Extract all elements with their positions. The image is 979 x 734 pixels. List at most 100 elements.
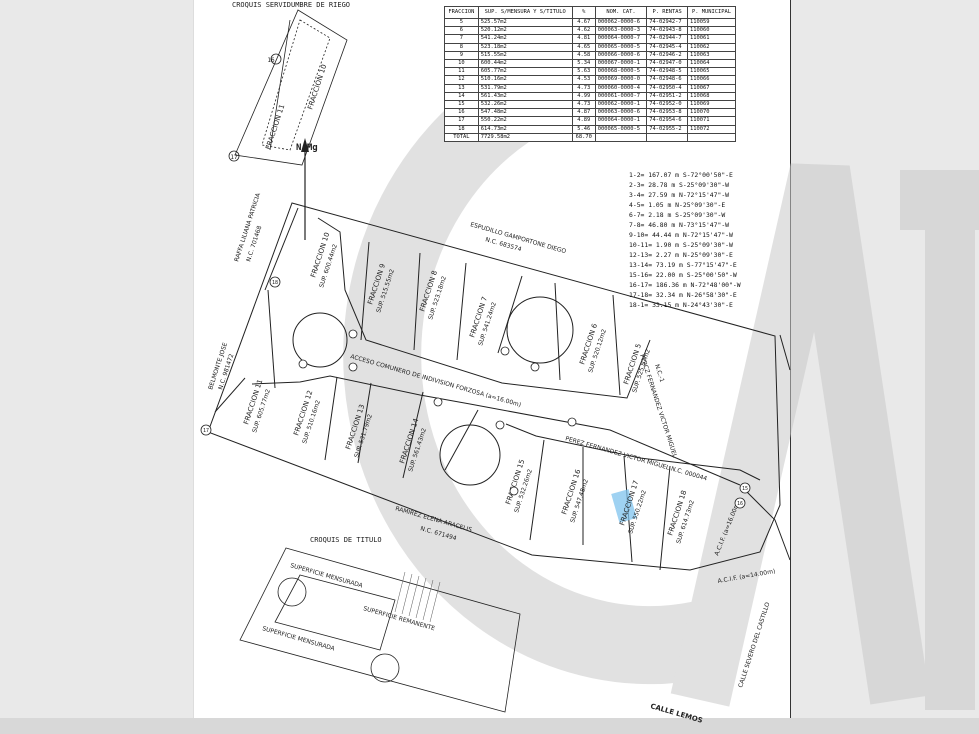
table-cell: 110063 bbox=[687, 50, 736, 61]
table-cell bbox=[594, 132, 648, 143]
table-cell: 74-02955-2 bbox=[646, 124, 689, 134]
vertex-16-top: 16 bbox=[267, 57, 275, 64]
titulo-title: CROQUIS DE TITULO bbox=[310, 536, 382, 544]
table-cell: 68.70 bbox=[571, 132, 596, 143]
table-cell: 110069 bbox=[687, 100, 736, 110]
vertex-label-16: 16 bbox=[737, 501, 743, 507]
table-cell: 110064 bbox=[687, 59, 736, 69]
table-cell: 532.26m2 bbox=[477, 100, 573, 110]
table-cell: 74-02944-7 bbox=[646, 34, 689, 44]
table-cell: TOTAL bbox=[444, 132, 479, 143]
table-cell: 110061 bbox=[687, 34, 736, 44]
table-cell: 74-02946-2 bbox=[646, 50, 689, 61]
bearing-item: 15-16= 22.00 m S-25°00'50"-W bbox=[629, 271, 737, 279]
table-cell: 12 bbox=[444, 75, 479, 85]
table-cell: 5 bbox=[444, 17, 479, 28]
table-cell: 14 bbox=[444, 91, 479, 102]
table-cell: 110071 bbox=[687, 116, 736, 126]
table-cell: 15 bbox=[444, 100, 479, 110]
bearing-item: 13-14= 73.19 m S-77°15'47"-E bbox=[629, 261, 737, 269]
table-cell: 5.34 bbox=[571, 59, 596, 69]
table-cell: 13 bbox=[444, 83, 479, 93]
table-cell: 000065-0000-5 bbox=[594, 124, 648, 134]
table-cell: 561.43m2 bbox=[477, 91, 573, 102]
vertex-label-15: 15 bbox=[742, 486, 748, 492]
table-cell: 8 bbox=[444, 42, 479, 52]
bearing-item: 6-7= 2.18 m S-25°09'30"-W bbox=[629, 211, 726, 219]
table-cell: 110059 bbox=[687, 17, 736, 28]
bearing-item: 18-1= 33.15 m N-24°43'30"-E bbox=[629, 301, 733, 309]
table-cell: 7 bbox=[444, 34, 479, 44]
table-cell: 523.18m2 bbox=[477, 42, 573, 52]
table-cell: 74-02942-7 bbox=[646, 17, 689, 28]
north-label: N Mg bbox=[296, 143, 318, 153]
table-header: NOM. CAT. bbox=[594, 6, 648, 19]
servidumbre-title: CROQUIS SERVIDUMBRE DE RIEGO bbox=[232, 1, 350, 9]
table-cell: 10 bbox=[444, 59, 479, 69]
table-cell: 110062 bbox=[687, 42, 736, 52]
table-header: P. MUNICIPAL bbox=[687, 6, 736, 19]
table-cell: 4.87 bbox=[571, 108, 596, 118]
table-cell: 18 bbox=[444, 124, 479, 134]
table-cell: 74-02948-6 bbox=[646, 75, 689, 85]
table-cell: 000062-0000-1 bbox=[594, 100, 648, 110]
bearing-item: 4-5= 1.05 m N-25°09'30"-E bbox=[629, 201, 726, 209]
titulo-sketch bbox=[239, 547, 521, 713]
bearing-item: 17-18= 32.34 m N-26°58'30"-E bbox=[629, 291, 737, 299]
table-cell: 000063-0000-3 bbox=[594, 26, 648, 36]
table-cell: 000066-0000-6 bbox=[594, 50, 648, 61]
bearing-item: 2-3= 28.78 m S-25°09'30"-W bbox=[629, 181, 730, 189]
bearing-item: 3-4= 27.59 m N-72°15'47"-W bbox=[629, 191, 730, 199]
table-cell: 110060 bbox=[687, 26, 736, 36]
bearing-item: 7-8= 46.80 m N-73°15'47"-W bbox=[629, 221, 730, 229]
vertex-label-18: 18 bbox=[272, 280, 278, 286]
table-cell: 4.65 bbox=[571, 42, 596, 52]
east-neighbor-nc: N.C.-1 bbox=[653, 363, 665, 383]
table-cell: 74-02954-6 bbox=[646, 116, 689, 126]
main-parcel bbox=[207, 202, 791, 571]
servidumbre-sketch bbox=[228, 9, 348, 166]
table-cell: 110067 bbox=[687, 83, 736, 93]
table-cell: 74-02953-8 bbox=[646, 108, 689, 118]
table-cell: 110065 bbox=[687, 67, 736, 77]
table-cell: 110068 bbox=[687, 91, 736, 102]
table-cell: 600.44m2 bbox=[477, 59, 573, 69]
table-cell: 000063-0000-6 bbox=[594, 108, 648, 118]
table-cell: 74-02952-0 bbox=[646, 100, 689, 110]
table-cell: 520.12m2 bbox=[477, 26, 573, 36]
table-cell: 4.73 bbox=[571, 83, 596, 93]
table-header: % bbox=[571, 6, 596, 19]
table-cell: 110066 bbox=[687, 75, 736, 85]
table-cell bbox=[687, 132, 736, 143]
table-header: P. RENTAS bbox=[646, 6, 689, 19]
table-cell: 550.22m2 bbox=[477, 116, 573, 126]
bearing-item: 9-10= 44.44 m N-72°15'47"-W bbox=[629, 231, 733, 239]
table-cell: 4.62 bbox=[571, 26, 596, 36]
table-cell: 525.57m2 bbox=[477, 17, 573, 28]
table-cell: 9 bbox=[444, 50, 479, 61]
bearing-item: 12-13= 2.27 m N-25°09'30"-E bbox=[629, 251, 733, 259]
table-cell: 614.73m2 bbox=[477, 124, 573, 134]
titulo-hatch bbox=[394, 571, 441, 623]
table-cell: 000069-0000-0 bbox=[594, 75, 648, 85]
titulo-mensurada-1: SUPERFICIE MENSURADA bbox=[289, 562, 364, 590]
table-cell: 74-02948-5 bbox=[646, 67, 689, 77]
table-cell: 16 bbox=[444, 108, 479, 118]
bottom-band bbox=[0, 718, 979, 734]
table-cell: 547.48m2 bbox=[477, 108, 573, 118]
vertex-17-top: 17 bbox=[230, 154, 238, 161]
table-cell bbox=[646, 132, 689, 143]
